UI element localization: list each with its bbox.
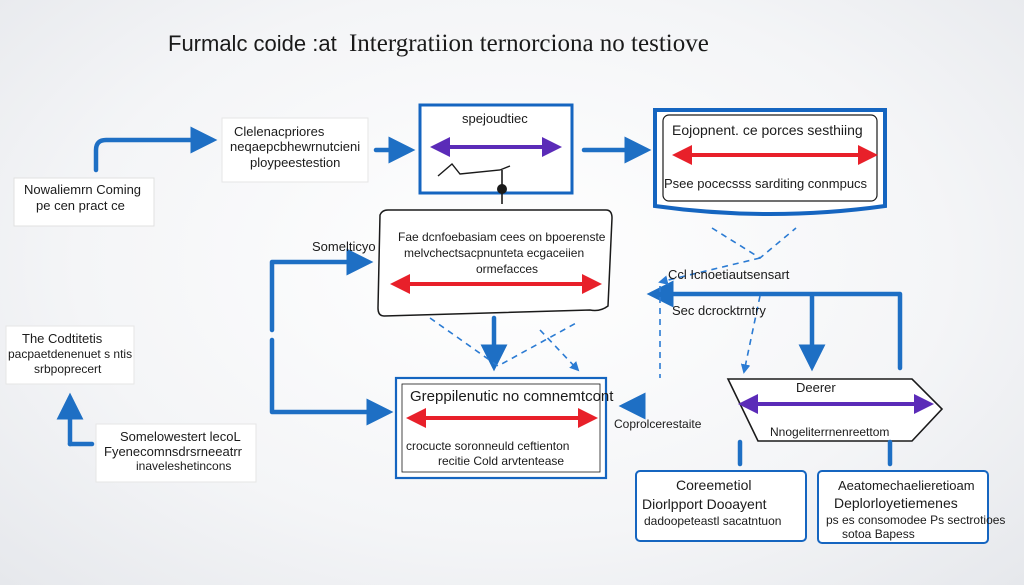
cleanup-box <box>221 117 369 183</box>
cleanup-line-2: neqaepcbhewrnutcieni <box>230 139 361 154</box>
center-line-1: Greppilenutic no comnemtcont <box>410 388 614 405</box>
bottom-right-box <box>817 470 989 544</box>
some-label: Somelticyo <box>312 239 376 254</box>
left-mid-line-3: srbpoprecert <box>34 362 102 376</box>
spec-label: spejoudtiec <box>462 111 528 126</box>
bottom-left-line-3: inaveleshetincons <box>136 459 232 473</box>
middle-line-3: ormefacces <box>476 262 539 276</box>
left-box-line-1: Nowaliemrn Coming <box>24 182 142 197</box>
bottom-right-line-1: Aeatomechaelieretioam <box>838 478 975 493</box>
connector-squiggle <box>437 162 511 177</box>
left-box-line-2: pe cen pract ce <box>36 198 125 213</box>
title-left: Furmalc coide :at <box>168 31 337 56</box>
center-line-3: recitie Cold arvtentease <box>438 454 565 468</box>
deploy-line-1: Deerer <box>796 380 836 395</box>
cleanup-line-3: ploypeestestion <box>250 155 341 170</box>
bottom-left-line-2: Fyenecomnsdrsrneeatrr <box>104 444 242 459</box>
left-mid-line-1: The Codtitetis <box>22 331 103 346</box>
top-right-line-2: Psee pocecsss sarditing conmpucs <box>664 176 868 191</box>
bottom-right-line-4: sotoa Bapess <box>842 527 915 541</box>
bottom-left-box <box>95 423 257 483</box>
bottom-right-line-3: ps es consomodee Ps sectrotioes <box>826 513 1006 527</box>
left-mid-box <box>5 325 135 385</box>
middle-line-2: melvchectsacpnunteta ecgaceiien <box>404 246 585 260</box>
dash-right-to-middle <box>711 227 797 259</box>
bottom-mid-line-3: dadoopeteastl sacatntuon <box>644 514 782 528</box>
bottom-mid-box <box>635 470 807 542</box>
arrow-feedback-left <box>646 280 903 371</box>
left-mid-line-2: pacpaetdenenuet s ntis <box>8 347 133 361</box>
arrow-left-to-cleanup <box>93 126 218 173</box>
cleanup-line-1: Clelenacpriores <box>234 124 325 139</box>
left-box <box>13 177 155 227</box>
title-right: Intergratiion ternorciona no testiove <box>348 30 709 57</box>
conflict-label: Ccl Icnoetiautsensart <box>668 267 790 282</box>
bottom-mid-line-2: Diorlpport Dooayent <box>642 496 767 512</box>
deploy-line-2: Nnogeliterrnenreettom <box>770 425 890 439</box>
top-right-line-1: Eojopnent. ce porces sesthiing <box>672 122 863 138</box>
bottom-mid-line-1: Coreemetiol <box>676 477 752 493</box>
center-line-2: crocucte soronneuld ceftienton <box>406 439 570 453</box>
arrow-to-center <box>269 337 394 426</box>
middle-line-1: Fae dcnfoebasiam cees on bpoerenste <box>398 230 606 244</box>
seco-label: Sec dcrocktrntry <box>672 303 766 318</box>
coprolet-label: Coprolcerestaite <box>614 417 702 431</box>
center-box <box>394 376 608 480</box>
bottom-right-line-2: Deplorloyetiemenes <box>834 495 958 511</box>
bottom-left-line-1: Somelowestert lecoL <box>120 429 241 444</box>
page-title: Furmalc coide :at Intergratiion ternorci… <box>168 30 709 59</box>
arrow-some-to-middle <box>269 248 374 333</box>
